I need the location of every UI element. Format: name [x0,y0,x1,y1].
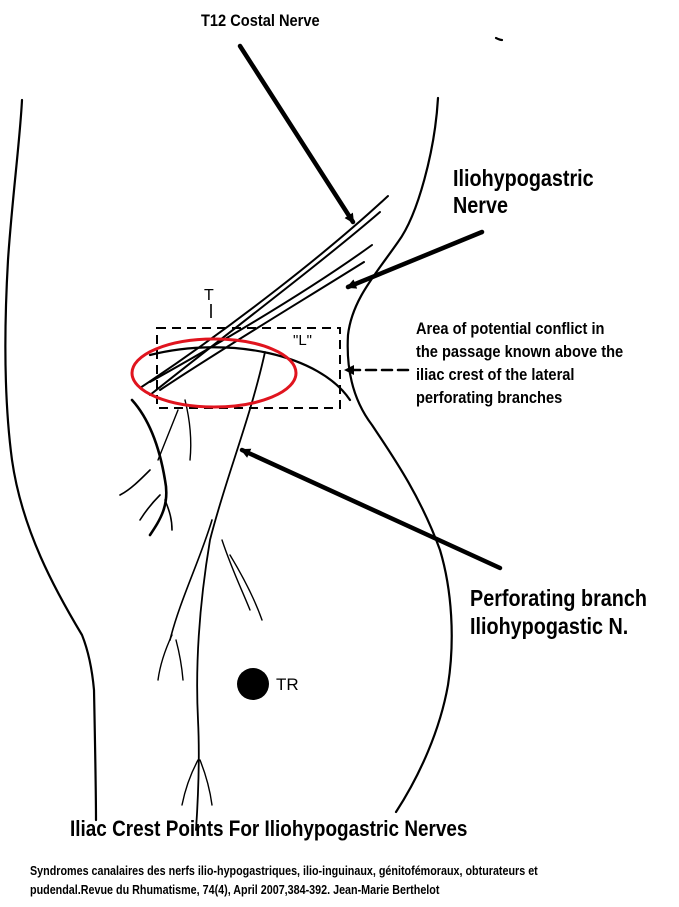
perforating-branch-main [195,351,266,831]
body-outline [4,36,504,822]
conflict-area-label: Area of potential conflict in the passag… [416,318,623,410]
upper-right-contour [494,36,504,42]
lateral-branch-twig-5 [157,409,179,461]
marker-l-label: "L" [293,332,312,349]
left-torso-outline [4,98,98,822]
iliohypogastric-nerve-lower [159,261,365,391]
iliohypogastric-label-line-2: Nerve [453,191,508,218]
branch-twig-3 [157,634,173,681]
iliohypogastric-nerve-upper [149,244,373,383]
lateral-branch-main [130,398,168,537]
highlight-ellipse [130,337,298,409]
pointer-arrows [237,43,503,571]
t12-costal-nerve-label: T12 Costal Nerve [201,11,320,30]
branch-twig-2 [229,554,263,621]
lateral-branch-twig-3 [164,499,173,531]
citation: Syndromes canalaires des nerfs ilio-hypo… [30,862,538,900]
iliohypogastric-label-line-1: Iliohypogastric [453,165,594,191]
arrow-iliohypogastric [345,229,485,290]
perforating-label-line-1: Perforating branch [470,585,647,611]
tr-point-marker [237,668,269,700]
lateral-branch-twig-2 [139,494,161,521]
citation-line-2: pudendal.Revue du Rhumatisme, 74(4), Apr… [30,882,440,897]
perforating-branch-fork [169,519,213,641]
t12-nerve-upper [139,195,389,389]
conflict-area-box [156,327,341,409]
branch-twig-1 [221,539,251,611]
conflict-label-line-2: the passage known above the [416,341,624,361]
conflict-label-line-4: perforating branches [416,387,563,407]
perforating-branch-label: Perforating branch Iliohypogastic N. [470,584,647,641]
t12-nerve-lower [149,211,381,396]
figure-caption: Iliac Crest Points For Iliohypogastric N… [70,816,468,841]
branch-twig-4 [175,639,184,681]
conflict-label-line-3: iliac crest of the lateral [416,364,575,384]
lower-fork-left [181,759,199,806]
perforating-label-line-2: Iliohypogastic N. [470,613,629,640]
marker-tr-label: TR [276,675,299,694]
arrow-perforating-branch [239,447,503,571]
nerve-branches [119,195,389,831]
conflict-label-line-1: Area of potential conflict in [416,319,605,338]
marker-t-label: T [204,287,214,304]
back-curve [148,346,352,402]
iliohypogastric-nerve-label: Iliohypogastric Nerve [453,165,594,218]
lateral-branch-twig-1 [119,469,151,496]
citation-line-1: Syndromes canalaires des nerfs ilio-hypo… [30,864,538,878]
arrow-t12 [237,43,356,225]
right-torso-outline [346,96,453,814]
lower-fork-right [199,759,213,806]
